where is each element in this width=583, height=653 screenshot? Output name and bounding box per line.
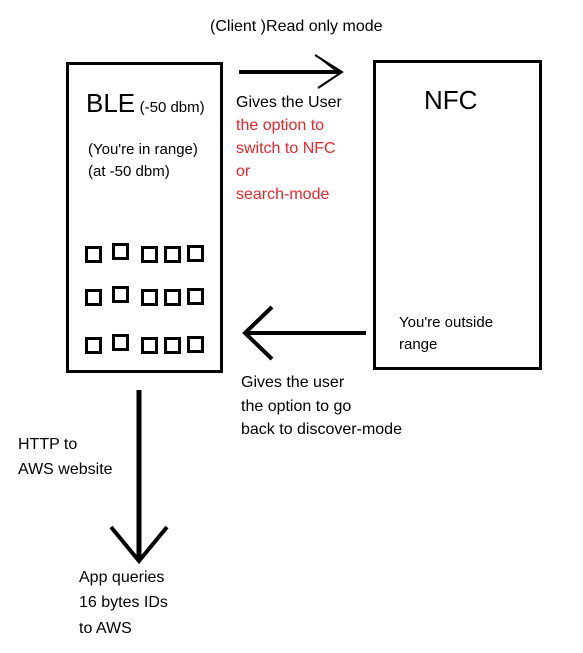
- device-square: [141, 289, 158, 306]
- device-square: [141, 337, 158, 354]
- client-read-only-label: (Client )Read only mode: [210, 18, 383, 35]
- right-arrow: [239, 54, 344, 89]
- right-arrow-note-line4: or: [236, 163, 251, 180]
- device-square: [187, 245, 204, 262]
- bottom-note-line2: 16 bytes IDs: [79, 594, 168, 611]
- left-arrow: [242, 305, 366, 361]
- device-square: [187, 336, 204, 353]
- right-arrow-note-line3: switch to NFC: [236, 140, 336, 157]
- ble-status-line1: (You're in range): [88, 141, 198, 158]
- ble-signal: (-50 dbm): [139, 99, 205, 116]
- bottom-note-line1: App queries: [79, 569, 165, 586]
- ble-box: BLE (-50 dbm) (You're in range) (at -50 …: [66, 62, 223, 373]
- nfc-status-line1: You're outside: [399, 314, 494, 331]
- device-square: [85, 246, 102, 263]
- device-square: [112, 243, 129, 260]
- nfc-title: NFC: [424, 85, 478, 115]
- down-arrow-label-line2: AWS website: [18, 461, 113, 478]
- ble-title: BLE: [86, 88, 136, 118]
- down-arrow: [109, 390, 169, 565]
- nfc-box: NFC You're outside range: [373, 60, 542, 370]
- device-square: [164, 246, 181, 263]
- right-arrow-note-line1: Gives the User: [236, 94, 342, 111]
- ble-status-line2: (at -50 dbm): [88, 163, 170, 180]
- right-arrow-note-line5: search-mode: [236, 186, 330, 203]
- device-square: [112, 334, 129, 351]
- left-arrow-note-line3: back to discover-mode: [241, 421, 402, 438]
- nfc-status-line2: range: [399, 336, 438, 353]
- device-square: [85, 337, 102, 354]
- right-arrow-note-line2: the option to: [236, 117, 325, 134]
- device-square: [85, 289, 102, 306]
- device-square: [164, 337, 181, 354]
- ble-title-row: BLE (-50 dbm): [86, 88, 205, 119]
- left-arrow-note-line1: Gives the user: [241, 374, 345, 391]
- device-square: [164, 289, 181, 306]
- device-square: [187, 288, 204, 305]
- down-arrow-label-line1: HTTP to: [18, 436, 78, 453]
- left-arrow-note-line2: the option to go: [241, 398, 352, 415]
- device-square: [112, 286, 129, 303]
- bottom-note-line3: to AWS: [79, 620, 132, 637]
- device-square: [141, 246, 158, 263]
